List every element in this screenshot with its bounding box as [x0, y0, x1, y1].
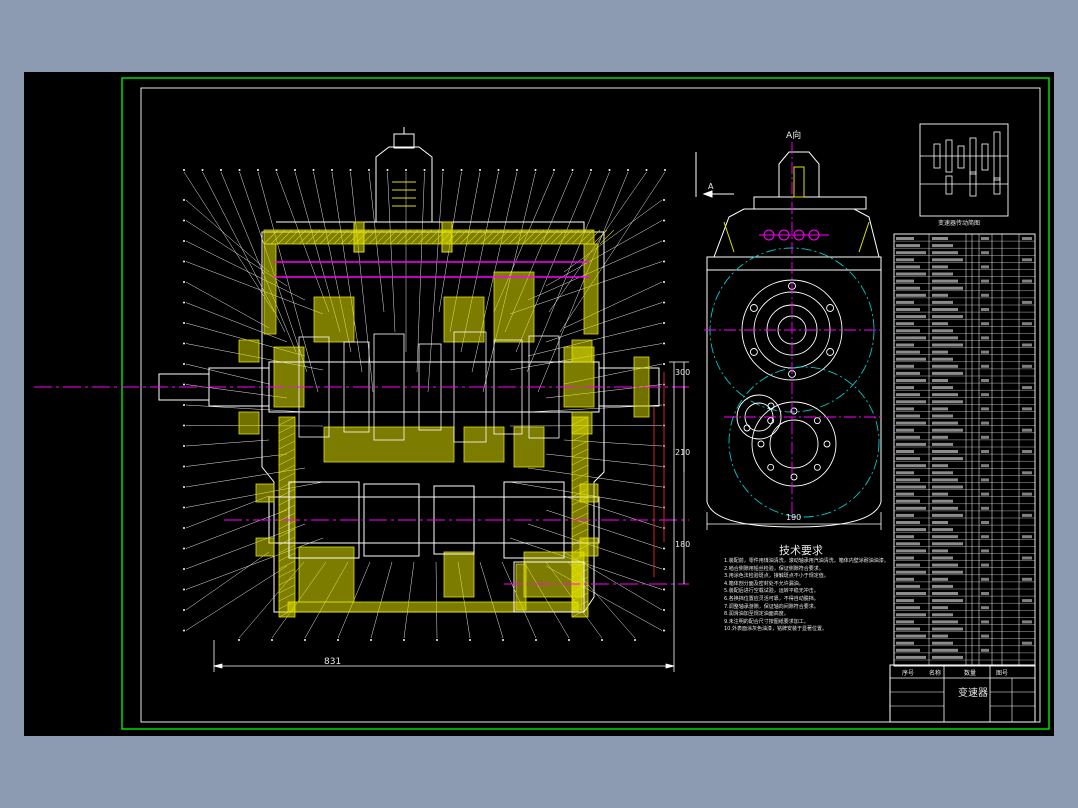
tech-note: 8.润滑油加至规定油面高度。	[724, 611, 789, 618]
tech-note: 5.装配后进行空载试验，运转平稳无冲击。	[724, 588, 819, 595]
table-header-qty: 数量	[964, 670, 977, 677]
top-leader-numbers	[183, 169, 666, 171]
main-section-view	[34, 127, 689, 672]
cad-drawing	[34, 77, 1050, 730]
dim-right-height-c: 180	[675, 540, 691, 549]
tech-note: 7.调整轴承游隙，保证轴向间隙符合要求。	[724, 603, 819, 610]
tech-note: 10.外表面涂灰色油漆，铭牌安装于显著位置。	[724, 626, 827, 633]
left-leader-numbers	[183, 199, 185, 632]
title-block-name: 变速器	[958, 688, 988, 699]
drawing-sheet: 831 300 210 180 190 A向 A 变速器传动简图 技术要求 1.…	[24, 72, 1054, 736]
table-header-seq: 序号	[902, 670, 915, 677]
dim-right-height-b: 210	[675, 448, 691, 457]
tech-note: 3.用涂色法检验斑点，接触斑点不小于规定值。	[724, 573, 829, 580]
tech-requirements-title: 技术要求	[779, 544, 823, 557]
bottom-leader-numbers	[238, 639, 636, 641]
parts-list-table	[893, 233, 1036, 667]
tech-note: 1.装配前，零件用煤油清洗，滚动轴承用汽油清洗，箱体内壁涂耐油油漆。	[724, 558, 889, 564]
tech-note: 6.各换挡位置应灵活可靠，不得自动脱挡。	[724, 595, 819, 602]
tech-note: 4.箱体剖分面及密封处不允许漏油。	[724, 580, 804, 587]
tech-note: 9.未注明的配合尺寸按图纸要求加工。	[724, 618, 809, 625]
tech-requirements-list: 1.装配前，零件用煤油清洗，滚动轴承用汽油清洗，箱体内壁涂耐油油漆。2.啮合侧隙…	[724, 558, 889, 634]
table-header-name: 名称	[929, 670, 942, 677]
schematic-caption: 变速器传动简图	[938, 220, 981, 227]
view-a-label: A向	[786, 131, 802, 141]
transmission-schematic	[919, 123, 1009, 217]
view-a	[695, 142, 884, 530]
dim-view-a-width: 190	[786, 513, 802, 522]
view-a-arrow-label: A	[708, 182, 714, 191]
outer-border	[121, 77, 1050, 730]
inner-border	[140, 87, 1041, 723]
tech-note: 2.啮合侧隙用铅丝检验，保证侧隙符合要求。	[724, 565, 824, 572]
title-block	[889, 664, 1036, 723]
dim-total-length: 831	[324, 657, 342, 667]
dim-right-height-a: 300	[675, 368, 691, 377]
title-block-sheet-label: 图号	[996, 670, 1009, 677]
